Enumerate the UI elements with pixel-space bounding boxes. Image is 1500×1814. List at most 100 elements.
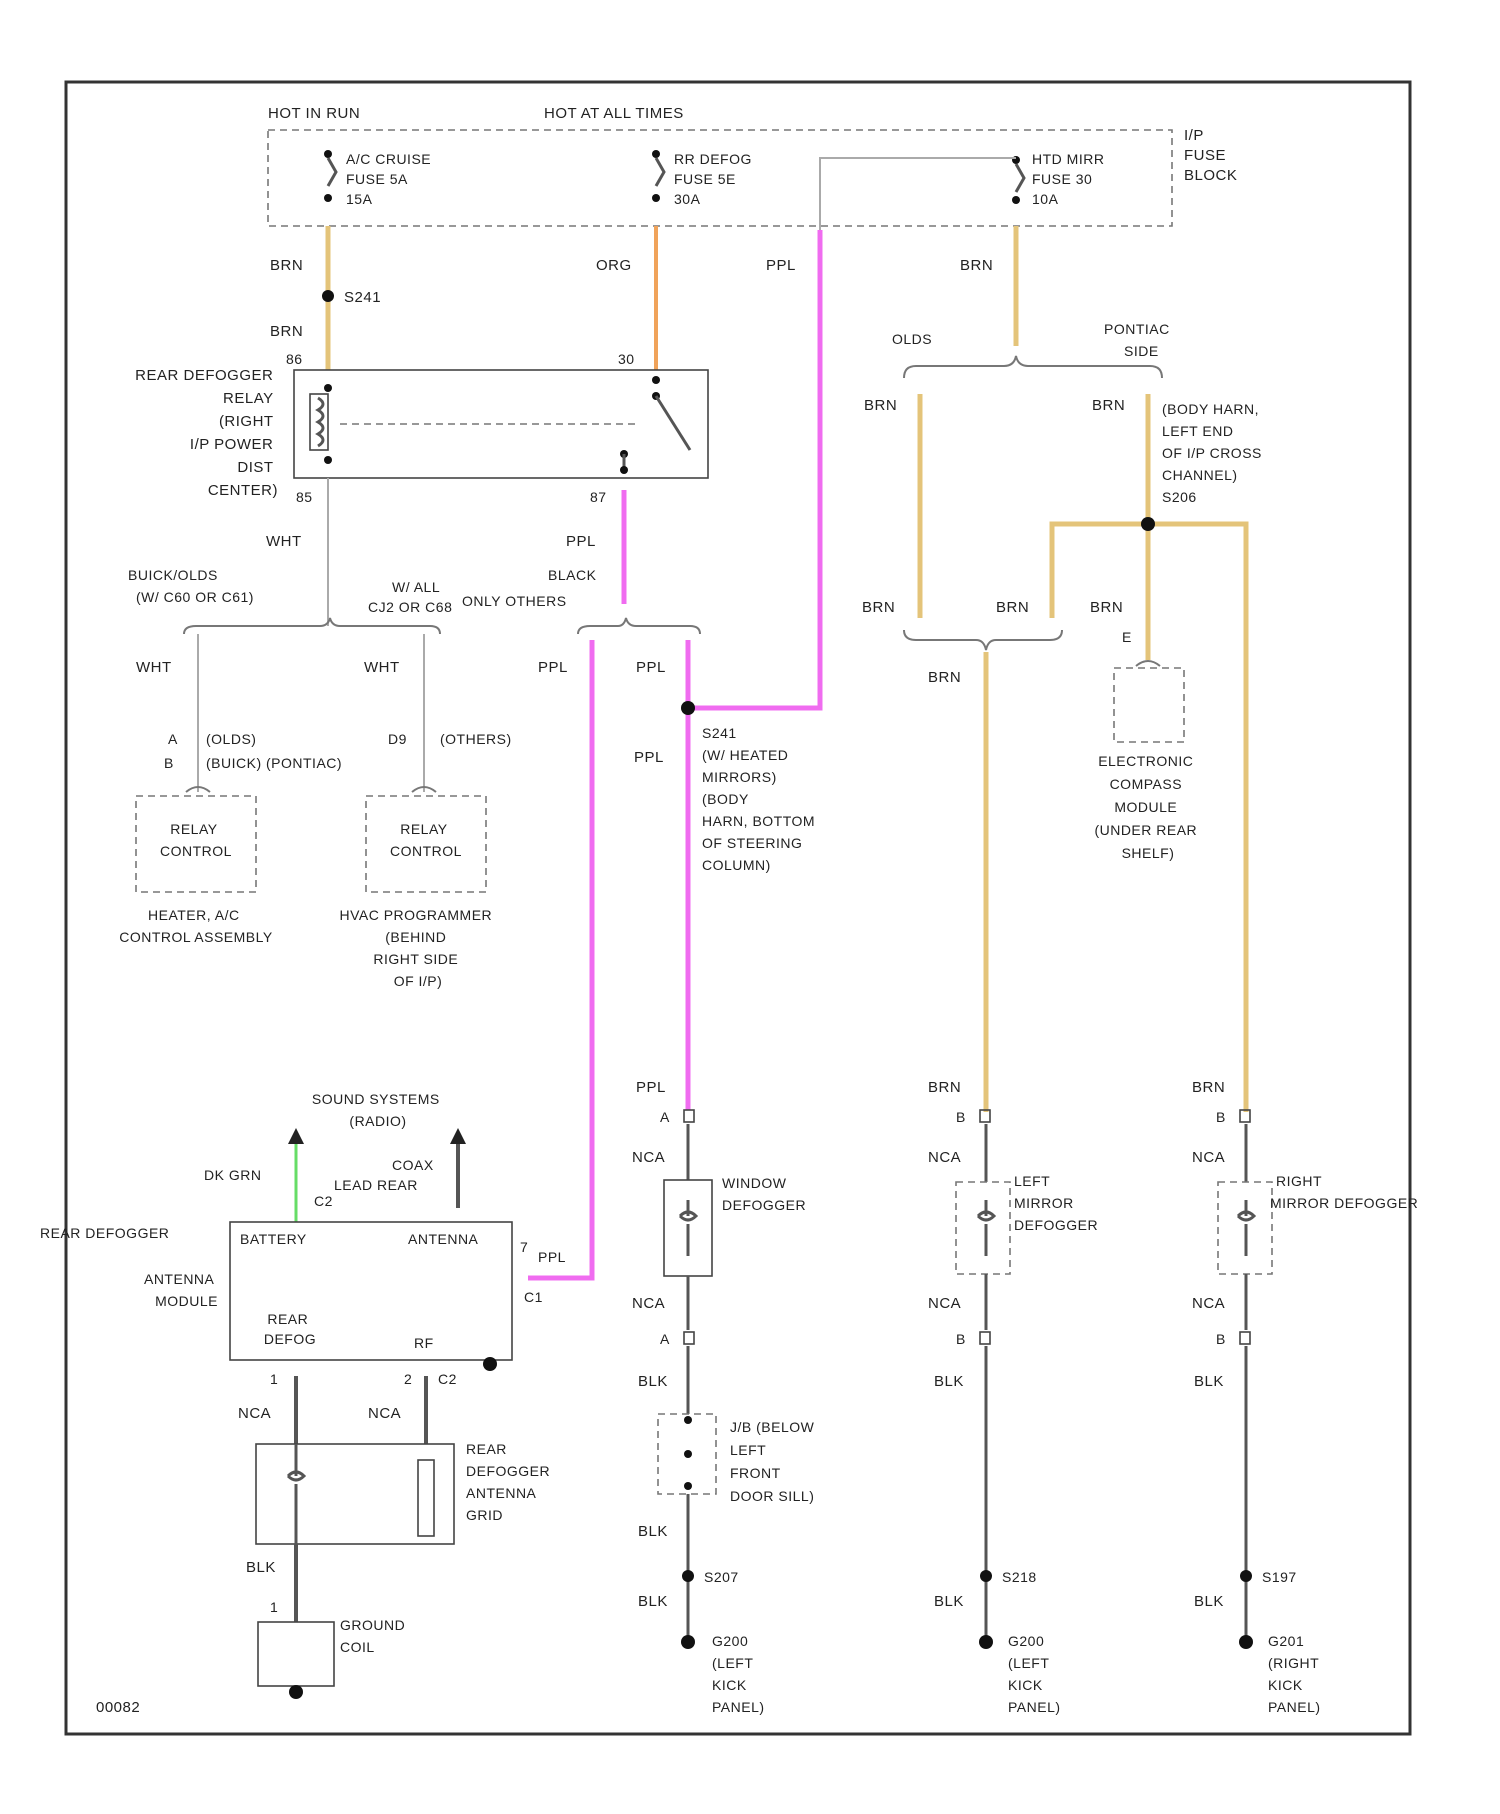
ground-g3-label: G201 (RIGHT KICK PANEL) xyxy=(1268,1633,1323,1715)
figure-id: 00082 xyxy=(96,1699,140,1716)
module-rf-label: RF xyxy=(414,1335,434,1351)
splice-s207 xyxy=(682,1570,694,1582)
wire-brn-right-mirror xyxy=(1148,524,1246,1112)
ground-g1 xyxy=(681,1635,695,1649)
compass-label: ELECTRONIC COMPASS MODULE (UNDER REAR SH… xyxy=(1094,753,1201,861)
fuse-block-name: I/P FUSE BLOCK xyxy=(1184,127,1237,184)
splice-s241-b xyxy=(681,701,695,715)
wire-label-ppl-s241: PPL xyxy=(634,749,664,766)
branch-pontiac-label: PONTIAC SIDE xyxy=(1104,321,1174,359)
brace-black-label: BLACK xyxy=(548,567,597,583)
splice-s207-label: S207 xyxy=(704,1569,739,1585)
wire-label-brn-2: BRN xyxy=(270,323,303,340)
ground-g1-label: G200 (LEFT KICK PANEL) xyxy=(712,1633,765,1715)
arrow-dkgrn xyxy=(288,1128,304,1144)
brace-mid-left-label: W/ ALL CJ2 OR C68 xyxy=(368,579,452,615)
label-dkgrn: DK GRN xyxy=(204,1167,261,1183)
ground-coil-pin: 1 xyxy=(270,1599,278,1615)
control-pin-b: B xyxy=(164,755,174,771)
fuse-rr-defog: RR DEFOG FUSE 5E 30A xyxy=(652,150,756,207)
label-brn-lm-top: BRN xyxy=(928,1079,961,1096)
module-ground-dot xyxy=(483,1357,497,1371)
left-mirror-defogger-label: LEFT MIRROR DEFOGGER xyxy=(1014,1173,1098,1233)
relay-control-label-2: RELAY CONTROL xyxy=(390,821,462,859)
brace-olds-pontiac xyxy=(904,356,1162,378)
label-nca-window-top: NCA xyxy=(632,1149,665,1166)
brace-ppl-split xyxy=(578,618,700,634)
wire-label-org: ORG xyxy=(596,257,632,274)
splice-s218 xyxy=(980,1570,992,1582)
branch-olds-label: OLDS xyxy=(892,331,932,347)
fuse-htd-mirr-label: HTD MIRR FUSE 30 10A xyxy=(1032,151,1109,207)
fuse-ac-cruise-label: A/C CRUISE FUSE 5A 15A xyxy=(346,151,436,207)
wire-label-ppl-ant: PPL xyxy=(538,659,568,676)
brace-brn-merge xyxy=(904,630,1062,650)
label-nca-lm-bot: NCA xyxy=(928,1295,961,1312)
compass-pin: E xyxy=(1122,629,1132,645)
splice-s241-a-label: S241 xyxy=(344,289,381,306)
hvac-programmer: RELAY CONTROL HVAC PROGRAMMER (BEHIND RI… xyxy=(339,787,496,989)
rm-pin-b-top: B xyxy=(1216,1109,1226,1125)
wire-label-brn-olds: BRN xyxy=(864,397,897,414)
wire-label-brn-b3: BRN xyxy=(1090,599,1123,616)
label-nca-rm-bot: NCA xyxy=(1192,1295,1225,1312)
antenna-module-section: SOUND SYSTEMS (RADIO) DK GRN COAX LEAD R… xyxy=(40,1091,566,1699)
fuse-ac-cruise: A/C CRUISE FUSE 5A 15A xyxy=(324,150,436,207)
wire-label-wht-2: WHT xyxy=(136,659,172,676)
grid-box xyxy=(256,1444,454,1544)
rm-pin-b-bot: B xyxy=(1216,1331,1226,1347)
arrow-coax xyxy=(450,1128,466,1144)
control-pin-a: A xyxy=(168,731,178,747)
wire-label-brn-b1: BRN xyxy=(862,599,895,616)
hvac-programmer-desc: HVAC PROGRAMMER (BEHIND RIGHT SIDE OF I/… xyxy=(339,907,496,989)
relay-pin-87: 87 xyxy=(590,489,607,505)
hot-at-all-times-label: HOT AT ALL TIMES xyxy=(544,105,684,122)
wire-label-ppl-top: PPL xyxy=(766,257,796,274)
wire-label-ppl-relay: PPL xyxy=(566,533,596,550)
splice-s241-a xyxy=(322,290,334,302)
label-blk-window-3: BLK xyxy=(638,1593,668,1610)
wire-ppl-antenna xyxy=(528,640,592,1278)
label-blk-lm-2: BLK xyxy=(934,1593,964,1610)
label-blk-lm-1: BLK xyxy=(934,1373,964,1390)
label-blk-rm-1: BLK xyxy=(1194,1373,1224,1390)
left-mirror-defogger-circuit: BRN B NCA LEFT MIRROR DEFOGGER NCA B BLK… xyxy=(928,1079,1098,1715)
splice-s241-b-label: S241 (W/ HEATED MIRRORS) (BODY HARN, BOT… xyxy=(702,725,819,873)
splice-s206 xyxy=(1141,517,1155,531)
fuse-block: HOT IN RUN HOT AT ALL TIMES I/P FUSE BLO… xyxy=(268,105,1237,226)
brace-left xyxy=(184,618,440,634)
module-pin-2: 2 xyxy=(404,1371,412,1387)
label-nca-rm-top: NCA xyxy=(1192,1149,1225,1166)
brace-only-others-label: ONLY OTHERS xyxy=(462,593,567,609)
wire-label-brn-pontiac: BRN xyxy=(1092,397,1125,414)
label-brn-rm-top: BRN xyxy=(1192,1079,1225,1096)
lm-pin-b-top: B xyxy=(956,1109,966,1125)
label-blk-window-1: BLK xyxy=(638,1373,668,1390)
ground-coil-label: GROUND COIL xyxy=(340,1617,410,1655)
splice-s206-label: (BODY HARN, LEFT END OF I/P CROSS CHANNE… xyxy=(1162,401,1266,505)
wire-label-brn-1: BRN xyxy=(270,257,303,274)
heater-ac-control-desc: HEATER, A/C CONTROL ASSEMBLY xyxy=(119,907,273,945)
fuse-rr-defog-label: RR DEFOG FUSE 5E 30A xyxy=(674,151,756,207)
wire-label-wht-1: WHT xyxy=(266,533,302,550)
rear-defogger-label: REAR DEFOGGER xyxy=(40,1225,169,1241)
module-pin-7: 7 xyxy=(520,1239,528,1255)
right-mirror-defogger-circuit: BRN B NCA RIGHT MIRROR DEFOGGER NCA B BL… xyxy=(1192,1079,1418,1715)
wire-label-wht-3: WHT xyxy=(364,659,400,676)
wire-label-brn-lm: BRN xyxy=(928,669,961,686)
window-defogger-circuit: PPL A NCA WINDOW DEFOGGER NCA A BLK J/B … xyxy=(632,1079,819,1715)
ground-g2 xyxy=(979,1635,993,1649)
lm-pin-b-bot: B xyxy=(956,1331,966,1347)
window-defogger-label: WINDOW DEFOGGER xyxy=(722,1175,806,1213)
ground-g3 xyxy=(1239,1635,1253,1649)
diagram-frame xyxy=(66,82,1410,1734)
label-nca-grid-2: NCA xyxy=(368,1405,401,1422)
relay-pin-85: 85 xyxy=(296,489,313,505)
compass-box xyxy=(1114,668,1184,742)
label-nca-grid-1: NCA xyxy=(238,1405,271,1422)
wire-brn-pontiac xyxy=(1052,394,1148,618)
label-nca-window-bot: NCA xyxy=(632,1295,665,1312)
relay-pin-86: 86 xyxy=(286,351,303,367)
window-pin-a-bot: A xyxy=(660,1331,670,1347)
